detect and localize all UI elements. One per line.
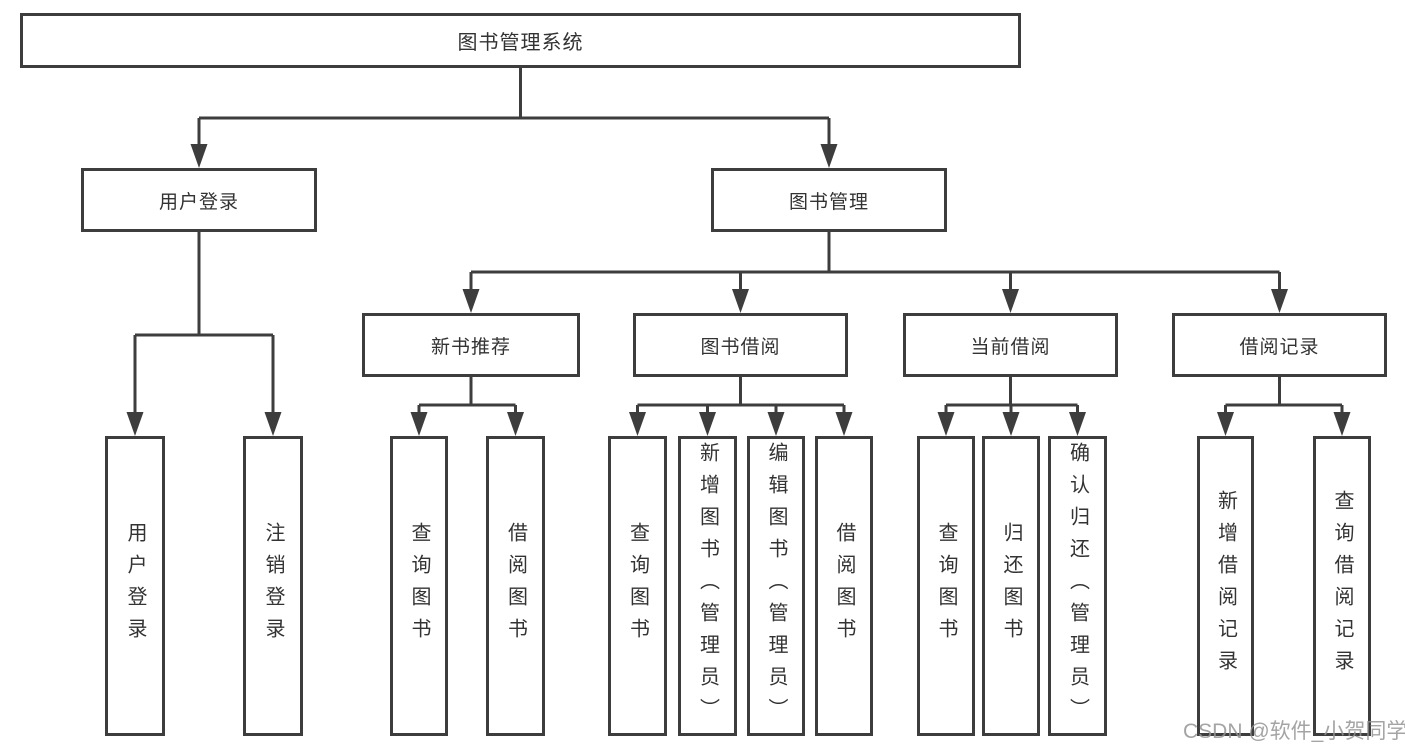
leaf-add-book-admin: 新增图书（管理员）	[678, 436, 737, 736]
leaf-edit-book-admin: 编辑图书（管理员）	[747, 436, 805, 736]
node-new-book-recommend: 新书推荐	[362, 313, 580, 377]
leaf-return-books: 归还图书	[982, 436, 1040, 736]
leaf-query-books-recommend: 查询图书	[390, 436, 448, 736]
node-library-system: 图书管理系统	[20, 13, 1021, 68]
leaf-query-books-borrowing: 查询图书	[608, 436, 667, 736]
leaf-confirm-return-admin: 确认归还（管理员）	[1048, 436, 1107, 736]
csdn-watermark: CSDN @软件_小贺同学	[1183, 720, 1405, 743]
node-user-login: 用户登录	[81, 168, 317, 232]
leaf-logout: 注销登录	[243, 436, 303, 736]
node-book-borrowing: 图书借阅	[633, 313, 848, 377]
leaf-borrow-books-recommend: 借阅图书	[486, 436, 545, 736]
leaf-add-borrow-record: 新增借阅记录	[1197, 436, 1254, 736]
leaf-query-books-current: 查询图书	[917, 436, 975, 736]
leaf-query-borrow-record: 查询借阅记录	[1313, 436, 1371, 736]
leaf-user-login: 用户登录	[105, 436, 165, 736]
node-book-management: 图书管理	[711, 168, 947, 232]
node-borrowing-records: 借阅记录	[1172, 313, 1387, 377]
leaf-borrow-books-borrowing: 借阅图书	[815, 436, 873, 736]
node-current-borrowing: 当前借阅	[903, 313, 1118, 377]
